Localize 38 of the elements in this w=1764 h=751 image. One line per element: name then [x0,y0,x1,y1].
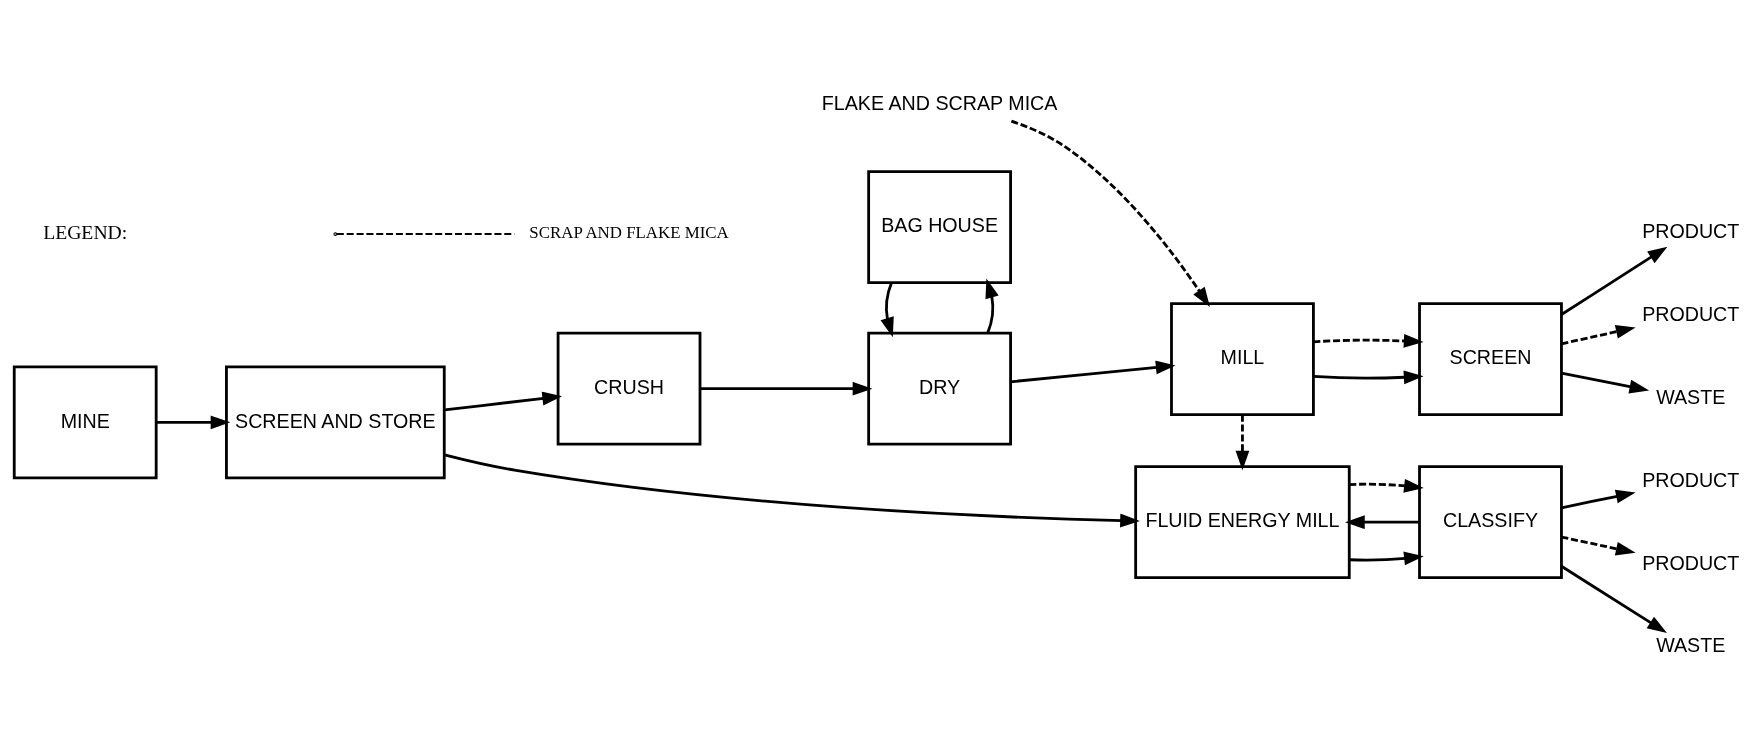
node-box: BAG HOUSE [867,169,1012,284]
node-text: WASTE [1656,385,1726,408]
arrow [1561,324,1636,345]
node-text: FLAKE AND SCRAP MICA [821,91,1058,114]
arrow [1561,489,1636,509]
node-text: PRODUCT [1642,468,1740,491]
arrow [1561,535,1636,555]
arrow [700,381,873,396]
legend-label: SCRAP AND FLAKE MICA [529,222,729,242]
arrow [1561,371,1650,393]
node-box: DRY [867,331,1012,446]
node-box: SCREEN AND STORE [225,364,446,479]
arrow [1349,478,1424,493]
arrow [880,281,894,337]
arrow [444,391,563,411]
node-text: PRODUCT [1642,219,1740,242]
node-box: FLUID ENERGY MILL [1134,464,1351,579]
arrow [1313,333,1424,348]
node-box: CLASSIFY [1418,464,1563,579]
node-box: CRUSH [556,331,702,446]
arrow [1313,369,1424,384]
arrow [1010,119,1210,307]
node-box: MILL [1170,301,1315,416]
node-text: WASTE [1656,633,1726,656]
label: LEGEND: [43,220,128,243]
node-box: SCREEN [1418,301,1563,416]
arrow [1010,360,1176,383]
node-text: PRODUCT [1642,302,1740,325]
arrow [985,277,999,334]
arrow [444,453,1140,527]
arrow [1345,514,1420,529]
arrow [1235,414,1250,470]
arrow [1349,551,1424,565]
arrow [1560,564,1667,633]
arrow [1560,246,1668,316]
node-text: PRODUCT [1642,551,1740,574]
node-box: MINE [12,364,158,479]
arrow [156,415,231,429]
